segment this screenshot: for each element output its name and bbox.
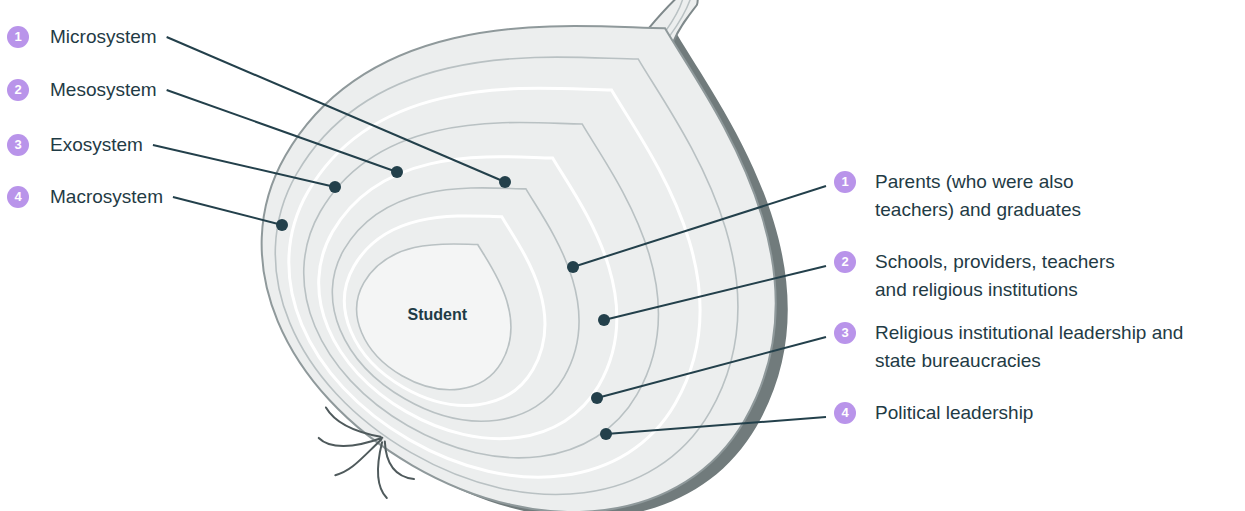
- callout-number: 4: [834, 402, 856, 424]
- onion-layer: [226, 0, 795, 511]
- callout-number: 2: [7, 79, 29, 101]
- center-label: Student: [407, 301, 467, 329]
- leader-line: [153, 145, 335, 187]
- layer-name: Macrosystem: [50, 183, 163, 211]
- callout-number: 3: [834, 322, 856, 344]
- callout-number: 2: [834, 251, 856, 273]
- layer-name: Mesosystem: [50, 76, 157, 104]
- onion-layer: [204, 0, 844, 511]
- onion-layer: [295, 125, 637, 462]
- layer-name: Exosystem: [50, 131, 143, 159]
- leader-dot: [499, 176, 511, 188]
- onion-layer: [333, 205, 546, 416]
- onion-body: [160, 0, 918, 511]
- layer-description: Schools, providers, teachers and religio…: [875, 248, 1140, 304]
- onion-outline: [183, 0, 894, 511]
- leader-dot: [600, 428, 612, 440]
- leader-line: [604, 266, 826, 320]
- leader-dot: [591, 392, 603, 404]
- leader-lines: [153, 37, 826, 440]
- callout-number: 4: [7, 186, 29, 208]
- leader-dot: [598, 314, 610, 326]
- leader-line: [173, 197, 282, 225]
- leader-line: [573, 186, 826, 267]
- layer-name: Microsystem: [50, 23, 157, 51]
- leader-dot: [276, 219, 288, 231]
- layer-description: Religious institutional leadership and s…: [875, 319, 1195, 375]
- layer-description: Parents (who were also teachers) and gra…: [875, 168, 1115, 224]
- onion-roots: [299, 406, 424, 510]
- layer-description: Political leadership: [875, 399, 1195, 427]
- leader-dot: [567, 261, 579, 273]
- leader-dot: [329, 181, 341, 193]
- callout-number: 3: [7, 134, 29, 156]
- onion-layer: [314, 165, 591, 439]
- callout-number: 1: [7, 26, 29, 48]
- leader-line: [597, 337, 826, 398]
- leader-dot: [391, 166, 403, 178]
- leader-line: [167, 90, 397, 172]
- callout-number: 1: [834, 171, 856, 193]
- leader-line: [606, 417, 826, 434]
- onion-layer: [273, 81, 686, 488]
